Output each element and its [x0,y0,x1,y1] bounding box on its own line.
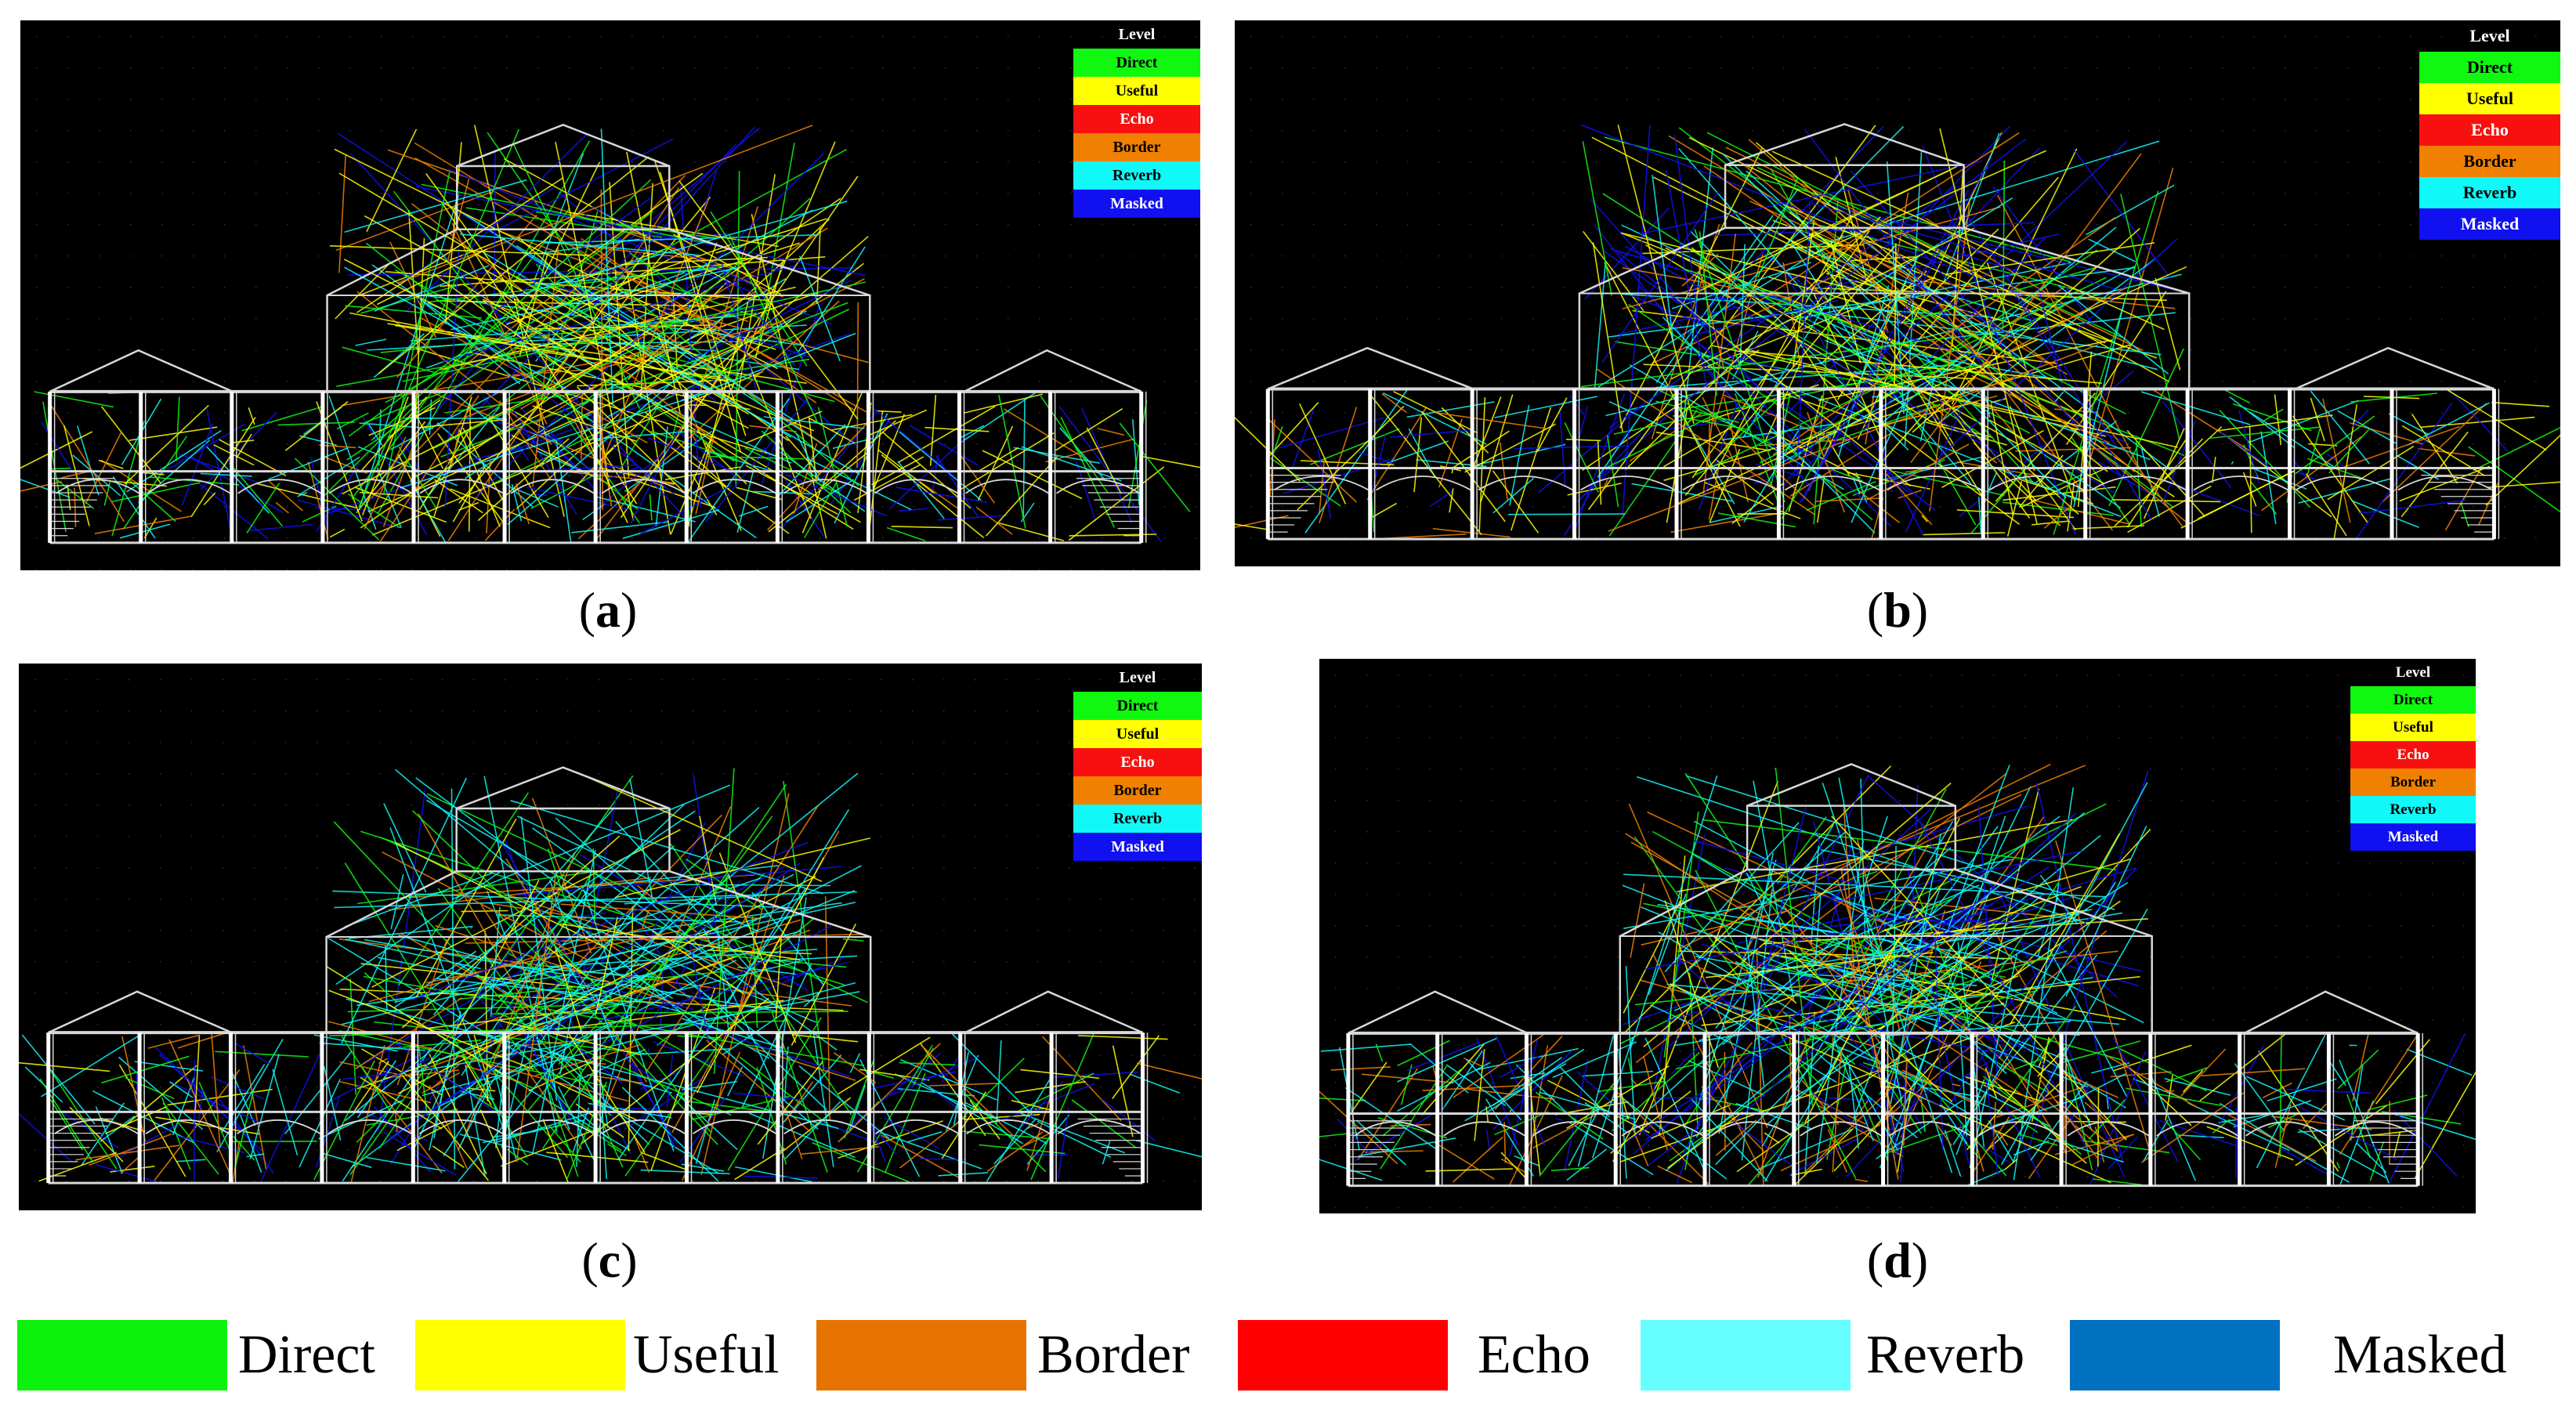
legend-item-reverb: Reverb [2419,177,2560,208]
legend-item-masked: Masked [1073,833,1202,861]
legend-item-echo: Echo [1073,748,1202,776]
legend-label-reverb: Reverb [1866,1325,2025,1385]
legend-item-echo: Echo [2350,741,2476,768]
legend-item-useful: Useful [2350,714,2476,741]
legend-item-useful: Useful [1073,77,1200,105]
caption-a: (a) [578,582,638,638]
legend-swatch-useful [415,1320,625,1390]
ray-tracing-section-a [20,36,1200,570]
legend-label-masked: Masked [2333,1325,2507,1385]
legend-item-masked: Masked [2419,208,2560,240]
legend-title: Level [2469,26,2510,45]
legend-item-border: Border [2419,146,2560,177]
legend-swatch-masked [2070,1320,2280,1390]
legend-item-direct: Direct [2350,686,2476,714]
legend-swatch-border [816,1320,1026,1390]
caption-b: (b) [1866,582,1929,638]
bottom-legend: Direct Useful Border Echo Reverb Masked [0,1320,2576,1398]
legend-item-direct: Direct [1073,692,1202,720]
legend-title: Level [1118,26,1156,43]
legend-swatch-reverb [1641,1320,1851,1390]
caption-d: (d) [1866,1232,1929,1288]
legend-item-masked: Masked [2350,823,2476,851]
legend-title: Level [2395,664,2431,681]
legend-label-useful: Useful [633,1325,780,1385]
legend-item-border: Border [2350,768,2476,796]
legend-item-direct: Direct [2419,52,2560,83]
legend-title: Level [1119,669,1156,686]
legend-label-echo: Echo [1478,1325,1590,1385]
ray-tracing-section-c [19,679,1202,1184]
legend-item-border: Border [1073,776,1202,805]
ray-tracing-section-d [1319,674,2476,1209]
legend-item-border: Border [1073,133,1200,161]
ray-tracing-section-b [1235,36,2560,541]
legend-item-direct: Direct [1073,49,1200,77]
legend-item-echo: Echo [1073,105,1200,133]
legend-label-direct: Direct [238,1325,375,1385]
legend-item-reverb: Reverb [1073,805,1202,833]
legend-swatch-direct [17,1320,227,1390]
caption-c: (c) [581,1232,638,1288]
legend-item-useful: Useful [1073,720,1202,748]
legend-item-reverb: Reverb [1073,161,1200,190]
legend-item-masked: Masked [1073,190,1200,218]
legend-swatch-echo [1238,1320,1448,1390]
legend-label-border: Border [1037,1325,1190,1385]
legend-item-useful: Useful [2419,83,2560,114]
legend-item-echo: Echo [2419,114,2560,146]
legend-item-reverb: Reverb [2350,796,2476,823]
